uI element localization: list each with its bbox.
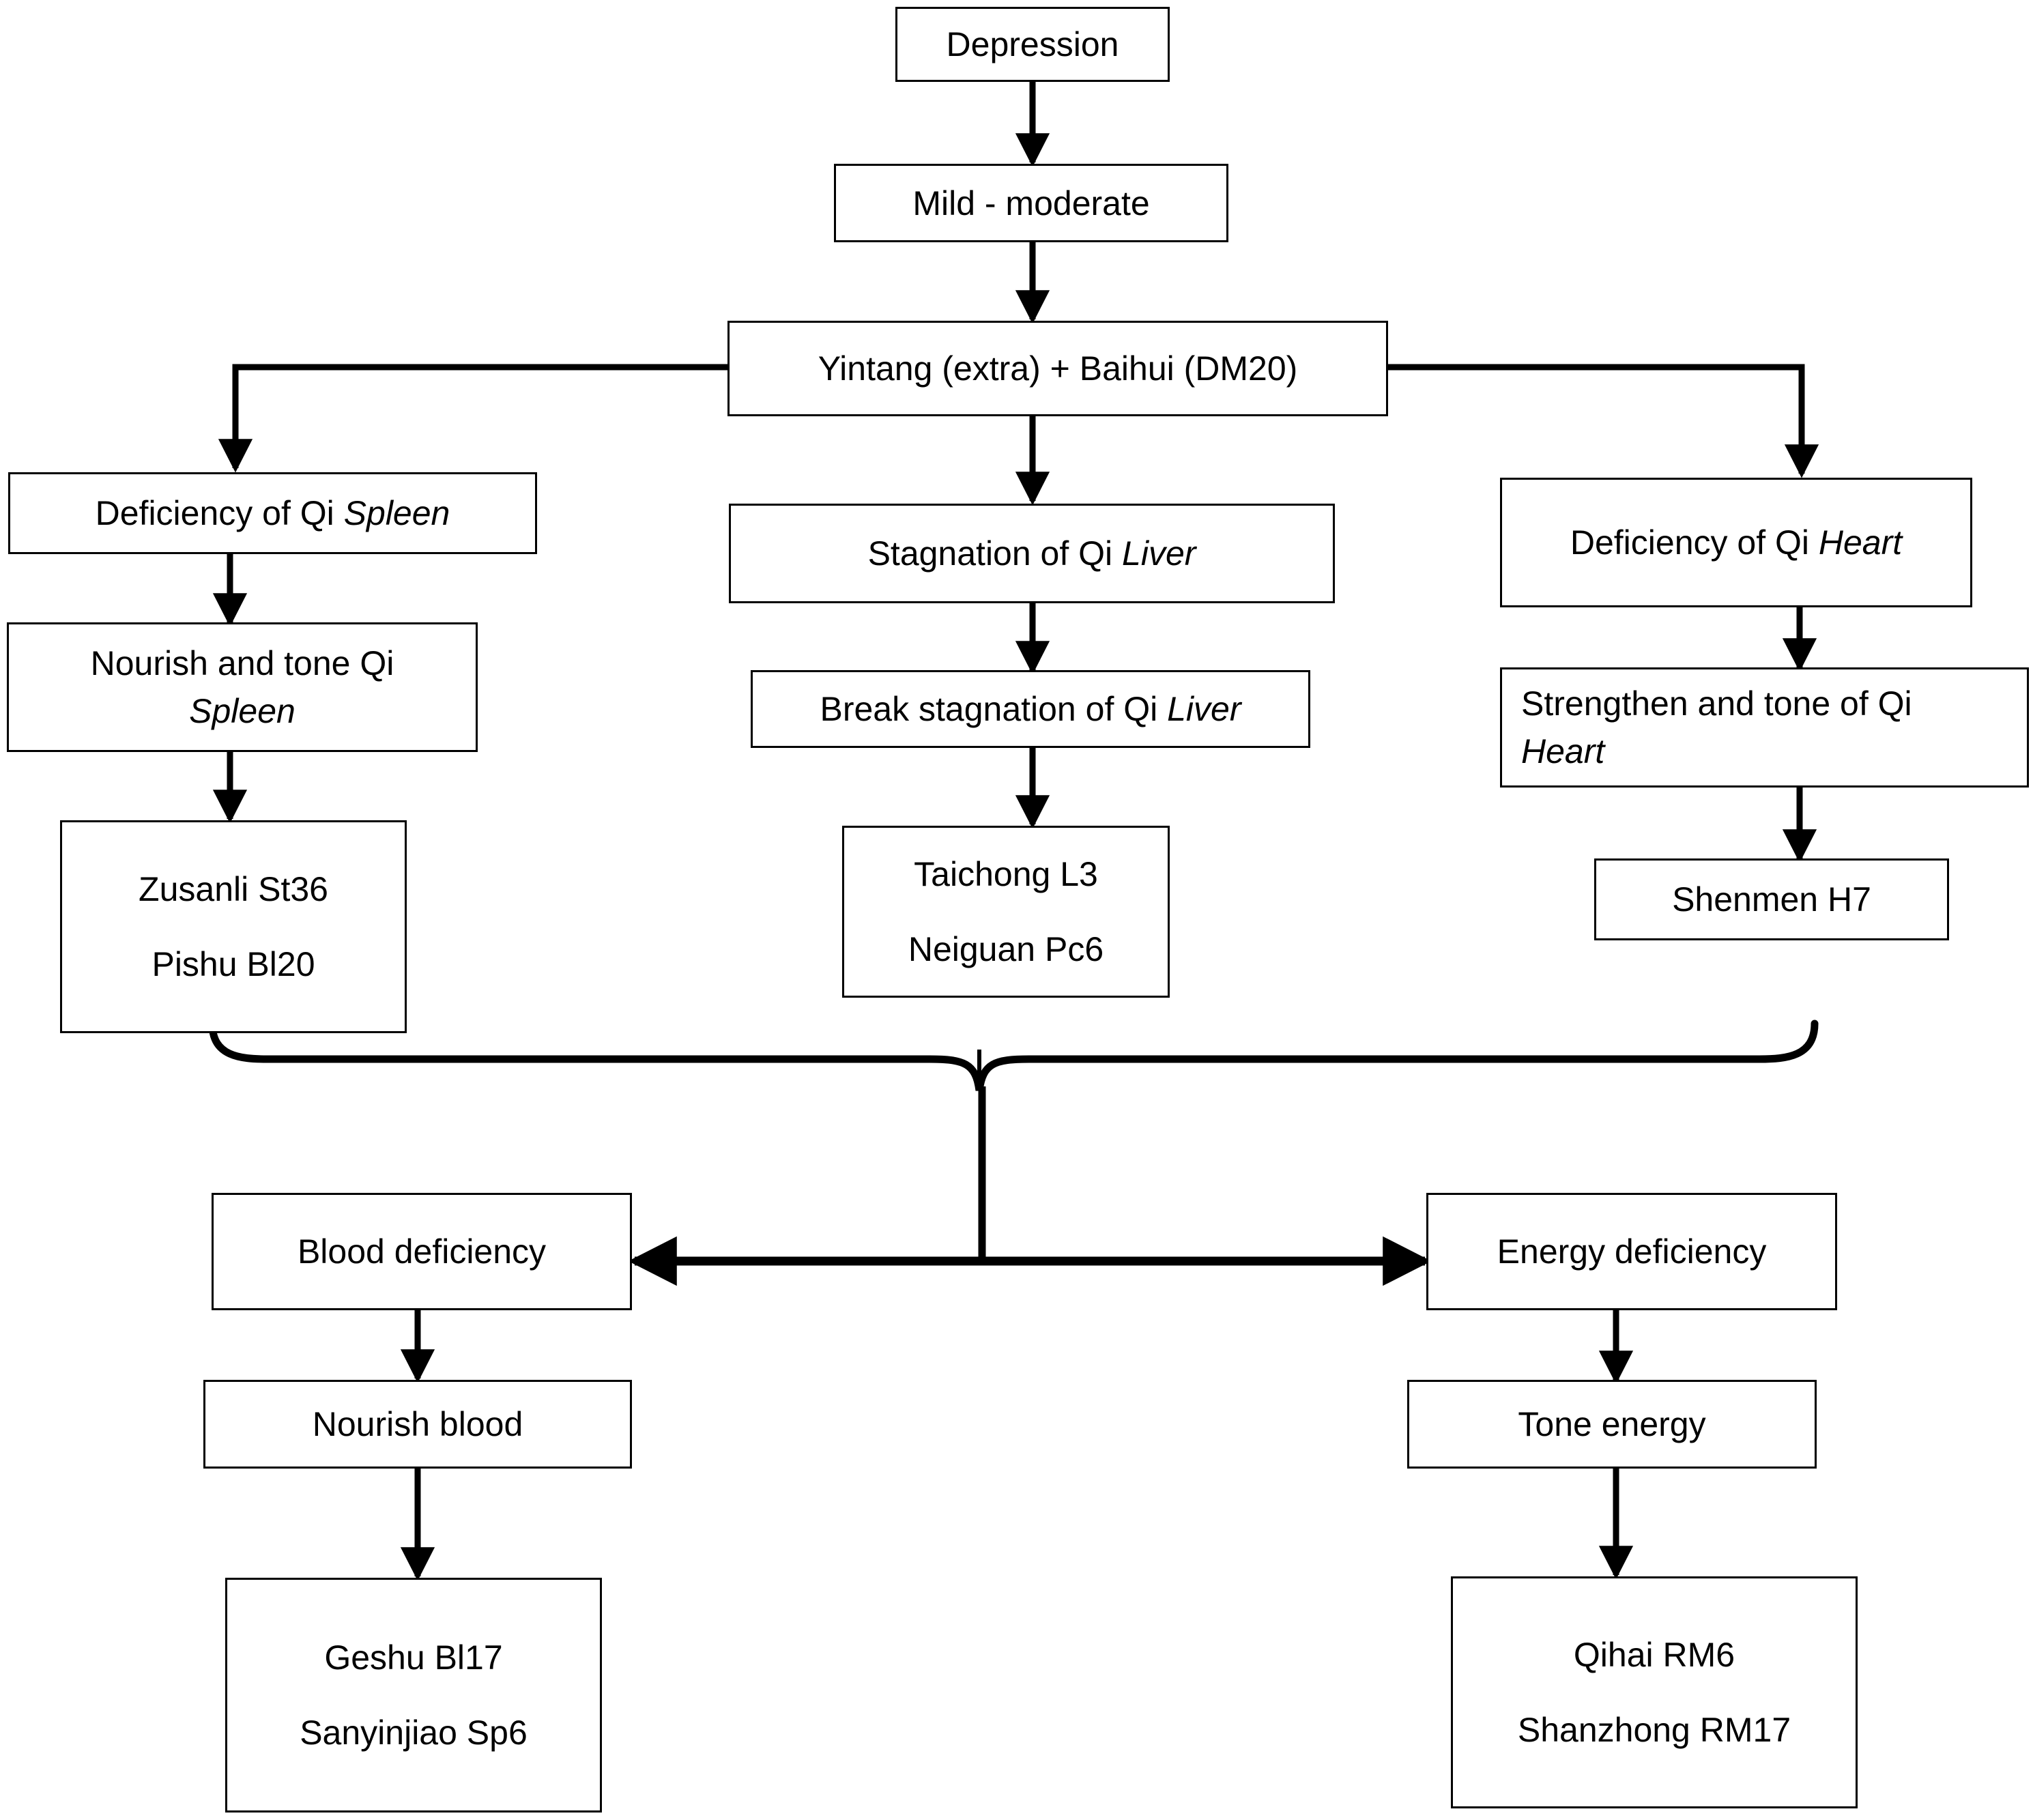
node-energy-pattern-label: Energy deficiency bbox=[1497, 1232, 1767, 1271]
edge-basepoints-spleen bbox=[218, 364, 727, 473]
node-liver-pattern-organ: Liver bbox=[1122, 534, 1196, 573]
node-heart-principle-line1: Strengthen and tone of Qi bbox=[1521, 684, 1912, 723]
node-blood-points[interactable]: Geshu Bl17 Sanyinjiao Sp6 bbox=[225, 1578, 602, 1812]
edge-basepoints-heart bbox=[1387, 364, 1819, 478]
brace-converge bbox=[208, 1020, 1819, 1091]
node-blood-principle-label: Nourish blood bbox=[312, 1405, 523, 1443]
node-liver-points[interactable]: Taichong L3 Neiguan Pc6 bbox=[842, 826, 1170, 998]
node-base-points-label: Yintang (extra) + Baihui (DM20) bbox=[818, 349, 1298, 388]
node-liver-pattern-text: Stagnation of Qi bbox=[867, 534, 1123, 573]
node-liver-principle-label: Break stagnation of Qi Liver bbox=[820, 687, 1241, 731]
node-spleen-points[interactable]: Zusanli St36 Pishu Bl20 bbox=[60, 820, 407, 1033]
node-spleen-points-line2: Pishu Bl20 bbox=[152, 945, 315, 983]
node-energy-points-line2: Shanzhong RM17 bbox=[1517, 1711, 1791, 1749]
node-spleen-pattern-organ: Spleen bbox=[343, 494, 450, 532]
node-heart-principle-line2: Heart bbox=[1521, 732, 1605, 770]
node-heart-principle[interactable]: Strengthen and tone of Qi Heart bbox=[1500, 667, 2029, 788]
node-spleen-principle-line2: Spleen bbox=[189, 692, 295, 730]
node-blood-pattern-label: Blood deficiency bbox=[297, 1232, 547, 1271]
node-liver-principle[interactable]: Break stagnation of Qi Liver bbox=[751, 670, 1310, 748]
node-depression-label: Depression bbox=[946, 25, 1119, 63]
node-liver-principle-organ: Liver bbox=[1167, 690, 1241, 728]
node-blood-principle[interactable]: Nourish blood bbox=[203, 1380, 632, 1469]
node-liver-points-line2: Neiguan Pc6 bbox=[908, 930, 1104, 968]
node-spleen-pattern-text: Deficiency of Qi bbox=[95, 494, 344, 532]
node-energy-pattern[interactable]: Energy deficiency bbox=[1426, 1193, 1837, 1310]
node-spleen-points-line1: Zusanli St36 bbox=[139, 870, 328, 908]
node-spleen-principle[interactable]: Nourish and tone Qi Spleen bbox=[7, 622, 478, 752]
node-liver-pattern-label: Stagnation of Qi Liver bbox=[868, 532, 1196, 575]
node-depression[interactable]: Depression bbox=[895, 7, 1170, 82]
node-blood-pattern[interactable]: Blood deficiency bbox=[212, 1193, 632, 1310]
node-liver-pattern[interactable]: Stagnation of Qi Liver bbox=[729, 504, 1335, 603]
node-spleen-pattern-label: Deficiency of Qi Spleen bbox=[96, 491, 450, 535]
node-energy-points[interactable]: Qihai RM6 Shanzhong RM17 bbox=[1451, 1576, 1858, 1808]
node-energy-points-line1: Qihai RM6 bbox=[1573, 1636, 1735, 1674]
node-blood-points-line1: Geshu Bl17 bbox=[324, 1638, 503, 1677]
node-heart-pattern-organ: Heart bbox=[1818, 523, 1903, 562]
node-liver-principle-text: Break stagnation of Qi bbox=[820, 690, 1168, 728]
node-energy-principle[interactable]: Tone energy bbox=[1407, 1380, 1817, 1469]
node-heart-points[interactable]: Shenmen H7 bbox=[1594, 858, 1949, 940]
node-liver-points-line1: Taichong L3 bbox=[914, 855, 1098, 893]
node-spleen-pattern[interactable]: Deficiency of Qi Spleen bbox=[8, 472, 537, 554]
node-heart-pattern-label: Deficiency of Qi Heart bbox=[1570, 521, 1902, 564]
node-severity-label: Mild - moderate bbox=[912, 184, 1150, 222]
node-severity[interactable]: Mild - moderate bbox=[834, 164, 1228, 242]
node-base-points[interactable]: Yintang (extra) + Baihui (DM20) bbox=[727, 321, 1388, 416]
node-energy-principle-label: Tone energy bbox=[1518, 1405, 1706, 1443]
node-heart-points-label: Shenmen H7 bbox=[1672, 880, 1871, 919]
node-blood-points-line2: Sanyinjiao Sp6 bbox=[300, 1714, 528, 1752]
node-heart-pattern[interactable]: Deficiency of Qi Heart bbox=[1500, 478, 1972, 607]
node-heart-pattern-text: Deficiency of Qi bbox=[1570, 523, 1819, 562]
node-spleen-principle-line1: Nourish and tone Qi bbox=[90, 644, 394, 682]
